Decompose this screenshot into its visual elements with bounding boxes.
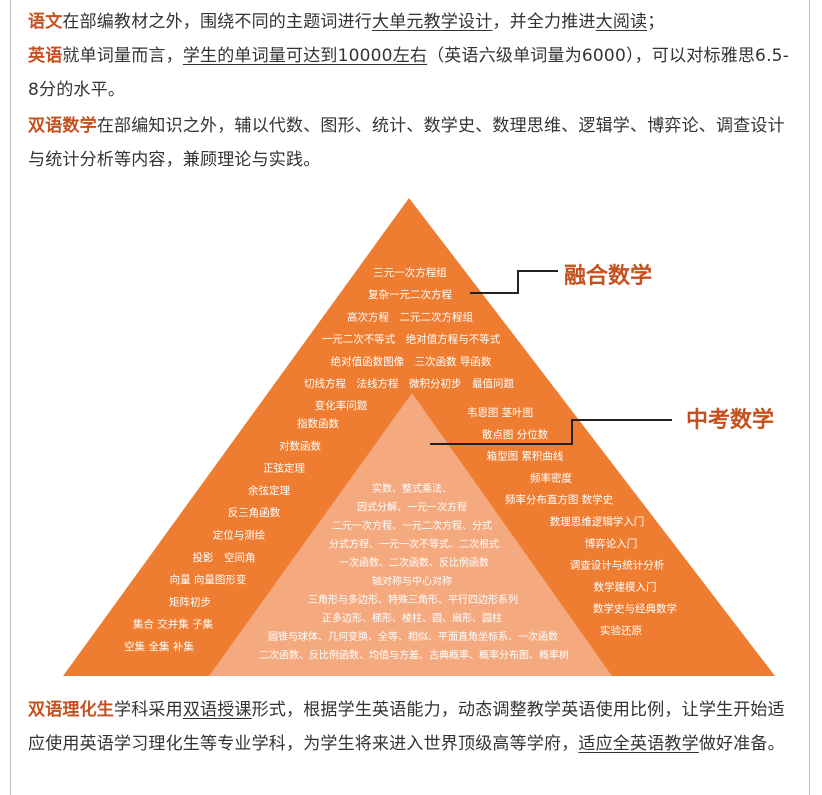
paragraph-math: 双语数学在部编知识之外，辅以代数、图形、统计、数学史、数理思维、逻辑学、博弈论、… <box>28 109 798 177</box>
callout-fusion-math: 融合数学 <box>564 263 652 289</box>
callout-line-top <box>470 270 558 294</box>
paragraph-chinese: 语文在部编教材之外，围绕不同的主题词进行大单元教学设计，并全力推进大阅读； <box>28 5 798 39</box>
topic-label: 实验还原 <box>600 624 642 637</box>
topic-label: 对数函数 <box>279 439 321 452</box>
topic-label: 指数函数 <box>297 417 339 430</box>
topic-label: 绝对值函数图像 三次函数 导函数 <box>331 355 492 368</box>
topic-label: 投影 空间角 <box>193 551 256 564</box>
topic-label: 频率密度 <box>530 471 572 484</box>
underlined-text: 双语授课 <box>182 700 252 720</box>
inner-topics: 实数、整式乘法、因式分解、一元一次方程二元一次方程、一元二次方程、分式分式方程、… <box>259 482 569 662</box>
paragraph-english: 英语就单词量而言，学生的单词量可达到10000左右（英语六级单词量为6000），… <box>28 39 798 107</box>
text: ； <box>647 12 665 32</box>
text: 在部编教材之外，围绕不同的主题词进行 <box>62 12 373 32</box>
topic-label: 一元二次不等式 绝对值方程与不等式 <box>322 333 501 346</box>
subject-label-english: 英语 <box>28 46 63 66</box>
topic-label: 散点图 分位数 <box>482 428 549 441</box>
topic-label: 余弦定理 <box>248 484 290 497</box>
text: ，并全力推进 <box>492 12 596 32</box>
topic-label: 一次函数、二次函数、反比例函数 <box>339 556 489 569</box>
topic-label: 数学建模入门 <box>594 580 657 593</box>
text: 学科采用 <box>114 700 183 720</box>
text: （英语六级单词量为6000），可以对标雅思6.5-8分的水平。 <box>28 46 790 100</box>
text: 做好准备。 <box>698 734 785 754</box>
subject-label-chinese: 语文 <box>28 12 63 32</box>
underlined-text: 大单元教学设计 <box>372 12 493 32</box>
topic-label: 反三角函数 <box>228 506 281 519</box>
topic-label: 空集 全集 补集 <box>124 640 194 653</box>
topic-label: 二元一次方程、一元二次方程、分式 <box>332 519 492 532</box>
topic-label: 调查设计与统计分析 <box>570 559 665 572</box>
topic-label: 博弈论入门 <box>585 537 638 550</box>
topic-label: 实数、整式乘法、 <box>372 482 452 495</box>
topic-label: 高次方程 二元二次方程组 <box>347 310 473 323</box>
text: 就单词量而言， <box>62 46 183 66</box>
topic-label: 轴对称与中心对称 <box>372 575 452 588</box>
topic-label: 向量 向量图形变 <box>170 573 247 586</box>
topic-label: 分式方程、一元一次不等式、二次根式 <box>329 538 499 551</box>
topic-label: 三元一次方程组 <box>373 266 447 279</box>
article-frame <box>10 0 810 795</box>
topic-label: 韦恩图 茎叶图 <box>467 407 533 419</box>
topic-label: 箱型图 累积曲线 <box>487 450 564 463</box>
topic-label: 切线方程 法线方程 微积分初步 最值问题 <box>304 377 514 390</box>
topic-label: 正多边形、梯形、棱柱、圆、扇形、圆柱 <box>322 612 502 625</box>
underlined-text: 学生的单词量可达到10000左右 <box>182 46 428 66</box>
topic-label: 变化率问题 <box>315 399 368 412</box>
callout-line-mid <box>430 419 672 445</box>
topic-label: 因式分解、一元一次方程 <box>357 501 467 514</box>
text: 形式，根据学生英语能力，动态调整教学英语使用比例，让学生开始适应使用英语学习理化… <box>28 700 785 754</box>
topic-label: 定位与测绘 <box>213 529 266 542</box>
subject-label-science: 双语理化生 <box>28 700 114 720</box>
text: 在部编知识之外，辅以代数、图形、统计、数学史、数理思维、逻辑学、博弈论、调查设计… <box>28 116 785 170</box>
topic-label: 三角形与多边形、特殊三角形、平行四边形系列 <box>308 593 518 606</box>
underlined-text: 大阅读 <box>595 12 648 32</box>
paragraph-science: 双语理化生学科采用双语授课形式，根据学生英语能力，动态调整教学英语使用比例，让学… <box>28 693 798 761</box>
underlined-text: 适应全英语教学 <box>578 734 699 754</box>
topic-label: 二次函数、反比例函数、均值与方差、古典概率、概率分布图、概率树 <box>259 649 569 662</box>
topic-label: 圆锥与球体、几何变换、全等、相似、平面直角坐标系、一次函数 <box>268 630 558 643</box>
inner-pyramid <box>209 393 612 676</box>
topic-label: 数理思维逻辑学入门 <box>550 515 645 528</box>
subject-label-math: 双语数学 <box>28 116 97 136</box>
topic-label: 矩阵初步 <box>169 595 211 608</box>
topic-label: 复杂一元二次方程 <box>368 288 452 301</box>
topic-label: 正弦定理 <box>263 462 305 475</box>
topic-label: 数学史与经典数学 <box>593 602 677 615</box>
topic-label: 频率分布直方图 数学史 <box>505 493 614 506</box>
topic-label: 集合 交并集 子集 <box>133 618 214 631</box>
callout-zhongkao-math: 中考数学 <box>686 407 774 433</box>
